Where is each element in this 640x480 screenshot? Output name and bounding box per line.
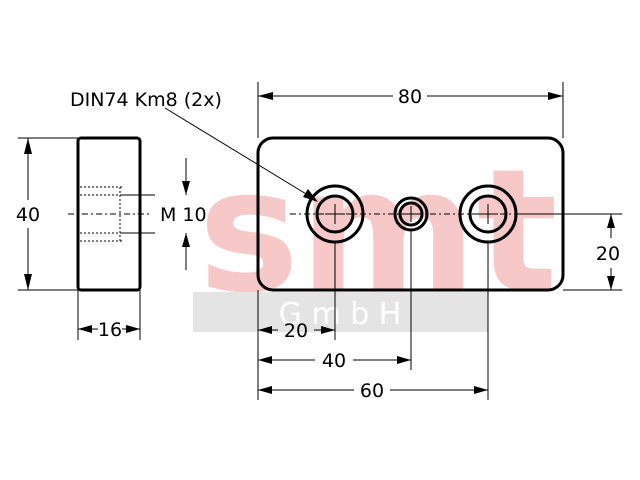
arrow-left xyxy=(258,326,272,334)
watermark-band xyxy=(193,292,488,332)
arrow-left xyxy=(258,92,273,100)
arrow-right xyxy=(126,325,140,333)
arrow-left xyxy=(78,325,92,333)
overall-width-label: 80 xyxy=(398,86,422,108)
hole-second-label: 40 xyxy=(322,350,346,372)
side-height-label: 40 xyxy=(16,204,40,226)
arrow-down xyxy=(182,181,190,195)
dim-thread: M 10 xyxy=(160,158,207,270)
leader-arrow xyxy=(303,189,318,202)
arrow-up xyxy=(607,214,615,228)
hole-third-label: 60 xyxy=(360,380,384,402)
hole-first-label: 20 xyxy=(284,320,308,342)
arrow-left xyxy=(258,386,272,394)
arrow-left xyxy=(258,356,272,364)
dim-side-height: 40 xyxy=(16,137,78,291)
arrow-right xyxy=(321,326,335,334)
threaded-hole-centre xyxy=(393,196,429,232)
leader-line xyxy=(164,107,317,201)
arrow-down xyxy=(24,274,32,290)
hole-spec-note: DIN74 Km8 (2x) xyxy=(70,89,318,202)
arrow-right xyxy=(474,386,488,394)
dim-overall-width: 80 xyxy=(257,82,564,138)
dim-vertical-offset: 20 xyxy=(516,213,622,291)
vertical-offset-label: 20 xyxy=(596,243,620,265)
arrow-right xyxy=(397,356,411,364)
arrow-down xyxy=(607,276,615,290)
side-view xyxy=(68,136,155,292)
watermark: smt G m b H xyxy=(193,133,558,332)
hole-spec-label: DIN74 Km8 (2x) xyxy=(70,89,222,111)
watermark-company: G m b H xyxy=(279,297,402,332)
thread-label: M 10 xyxy=(160,204,207,226)
arrow-right xyxy=(548,92,563,100)
dim-hole-positions: 20 40 60 xyxy=(257,230,489,402)
side-thickness-label: 16 xyxy=(98,319,122,341)
arrow-up xyxy=(24,138,32,154)
dim-side-thickness: 16 xyxy=(77,290,141,341)
arrow-up xyxy=(182,233,190,247)
